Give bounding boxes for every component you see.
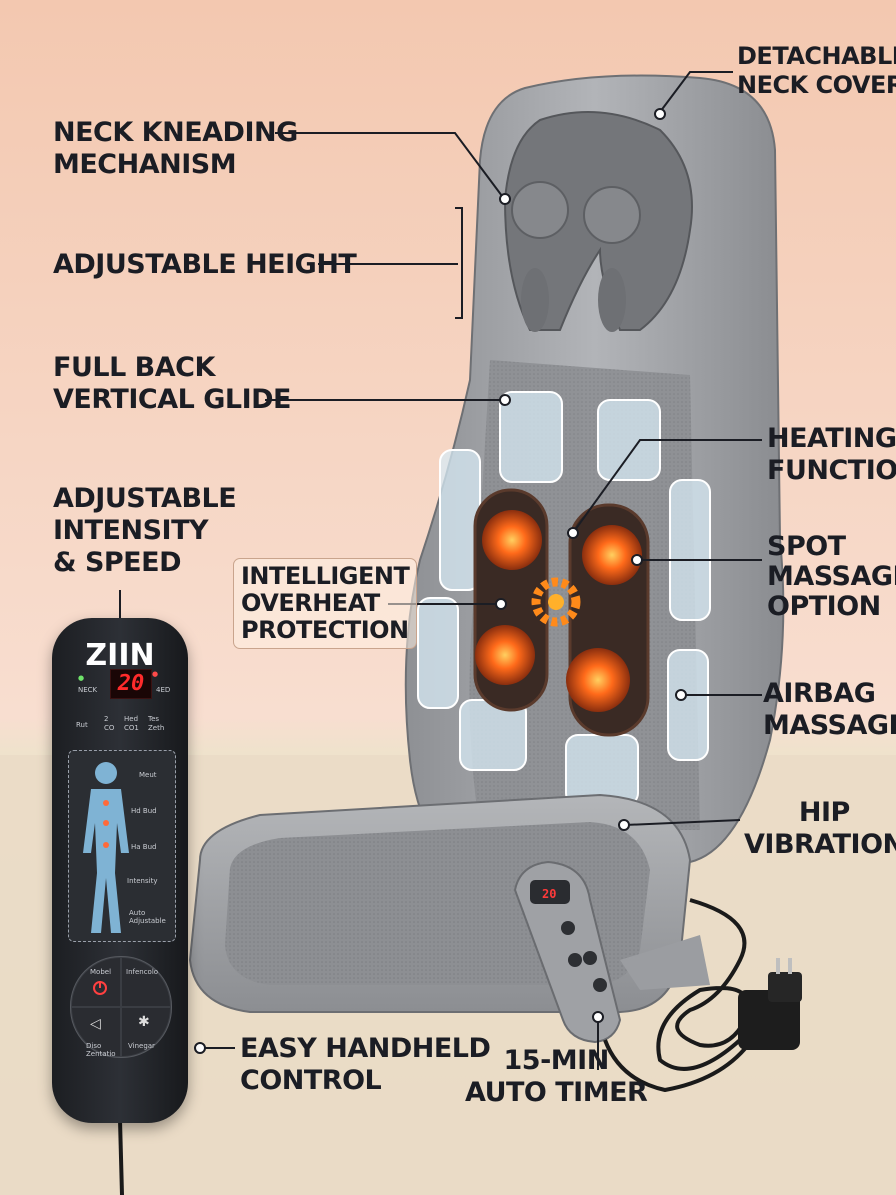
callout-airbag-massage: AIRBAG MASSAGE: [763, 678, 896, 742]
callout-line: FUNCTION: [767, 455, 896, 486]
power-button[interactable]: Mobel: [72, 958, 120, 1006]
callout-line: MASSAGE: [763, 710, 896, 741]
callout-line: MASSAGE: [767, 561, 896, 592]
power-icon: [93, 981, 107, 995]
callout-line: HIP: [798, 797, 850, 828]
seat-cushion: [188, 793, 710, 1013]
svg-text:20: 20: [542, 887, 556, 901]
callout-line: AUTO TIMER: [465, 1077, 648, 1108]
callout-neck-kneading: NECK KNEADING MECHANISM: [53, 117, 298, 181]
callout-hip-vibration: HIP VIBRATION: [744, 797, 896, 861]
callout-line: INTELLIGENT: [241, 562, 410, 590]
callout-line: OVERHEAT: [241, 589, 380, 617]
vibration-icon: ✱: [138, 1014, 150, 1030]
side-button-label[interactable]: Auto Adjustable: [129, 909, 166, 925]
callout-line: CONTROL: [240, 1065, 382, 1096]
remote-label: Tes: [148, 715, 160, 723]
remote-timer-display: 20: [110, 669, 152, 699]
power-cord: [118, 898, 750, 1195]
callout-line: VIBRATION: [744, 829, 896, 860]
remote-brand-logo: ZIIN: [85, 638, 155, 673]
remote-label: 4ED: [156, 686, 171, 694]
callout-line: SPOT: [767, 531, 846, 562]
callout-line: EASY HANDHELD: [240, 1033, 491, 1064]
pad-label: Diso Zentatio: [86, 1042, 116, 1058]
body-zone-panel: Meut Hd Bud Ha Bud Intensity Auto Adjust…: [68, 750, 176, 942]
remote-label: Zeth: [148, 724, 165, 732]
callout-line: MECHANISM: [53, 149, 237, 180]
callout-line: FULL BACK: [53, 352, 215, 383]
callout-dots: [194, 108, 687, 1054]
pad-label: Mobel: [90, 968, 112, 976]
callout-line: NECK KNEADING: [53, 117, 298, 148]
seat-remote: 20: [513, 860, 622, 1044]
control-pad: Mobel Infencolo Diso Zentatio ◁ Vinegar …: [70, 956, 172, 1058]
callout-heating-function: HEATING FUNCTION: [767, 423, 896, 487]
remote-label: 2: [104, 715, 109, 723]
callout-overheat-protection: INTELLIGENT OVERHEAT PROTECTION: [233, 558, 418, 649]
callout-lines: [119, 71, 762, 1070]
remote-label: CO: [104, 724, 115, 732]
callout-line: AIRBAG: [763, 678, 876, 709]
heat-button[interactable]: Diso Zentatio ◁: [72, 1008, 120, 1058]
callout-line: 15-MIN: [503, 1045, 610, 1076]
status-led-icon: ●: [152, 670, 159, 678]
side-button-label[interactable]: Meut: [139, 771, 157, 779]
callout-auto-timer: 15-MIN AUTO TIMER: [465, 1045, 648, 1109]
neck-kneading-unit: [503, 111, 693, 332]
side-button-label[interactable]: Ha Bud: [131, 843, 157, 851]
power-adapter: [738, 958, 802, 1050]
remote-label: Rut: [76, 721, 88, 729]
heated-massage-nodes: [473, 488, 650, 737]
callout-adjustable-height: ADJUSTABLE HEIGHT: [53, 249, 357, 281]
callout-easy-handheld: EASY HANDHELD CONTROL: [240, 1033, 491, 1097]
body-figure-icon: [83, 762, 129, 933]
callout-full-back-glide: FULL BACK VERTICAL GLIDE: [53, 352, 291, 416]
remote-label: Hed: [124, 715, 139, 723]
vibration-button[interactable]: Vinegar ✱: [122, 1008, 170, 1056]
callout-line: NECK COVER: [737, 71, 896, 99]
callout-line: HEATING: [767, 423, 896, 454]
status-led-icon: ●: [78, 674, 85, 682]
mode-button[interactable]: Infencolo: [122, 958, 170, 1006]
callout-detachable-neck-cover: DETACHABLE NECK COVER: [737, 42, 896, 100]
pad-label: Infencolo: [126, 968, 159, 976]
pad-label: Vinegar: [128, 1042, 155, 1050]
callout-line: DETACHABLE: [737, 42, 896, 70]
remote-label: NECK: [78, 686, 98, 694]
side-button-label[interactable]: Hd Bud: [131, 807, 157, 815]
callout-line: INTENSITY: [53, 515, 209, 546]
callout-spot-massage: SPOT MASSAGE OPTION: [767, 532, 896, 622]
callout-line: VERTICAL GLIDE: [53, 384, 291, 415]
callout-line: PROTECTION: [241, 616, 409, 644]
callout-line: OPTION: [767, 591, 881, 622]
callout-line: ADJUSTABLE HEIGHT: [53, 249, 357, 280]
callout-line: & SPEED: [53, 547, 181, 578]
callout-adjustable-intensity: ADJUSTABLE INTENSITY & SPEED: [53, 483, 237, 579]
side-button-label[interactable]: Intensity: [127, 877, 158, 885]
callout-line: ADJUSTABLE: [53, 483, 237, 514]
remote-label: CO1: [124, 724, 139, 732]
speaker-icon: ◁: [90, 1016, 101, 1032]
airbag-panels: [417, 391, 711, 806]
handheld-remote: ZIIN 20 NECK 4ED ● ● Rut 2 Hed Tes CO CO…: [52, 618, 188, 1123]
